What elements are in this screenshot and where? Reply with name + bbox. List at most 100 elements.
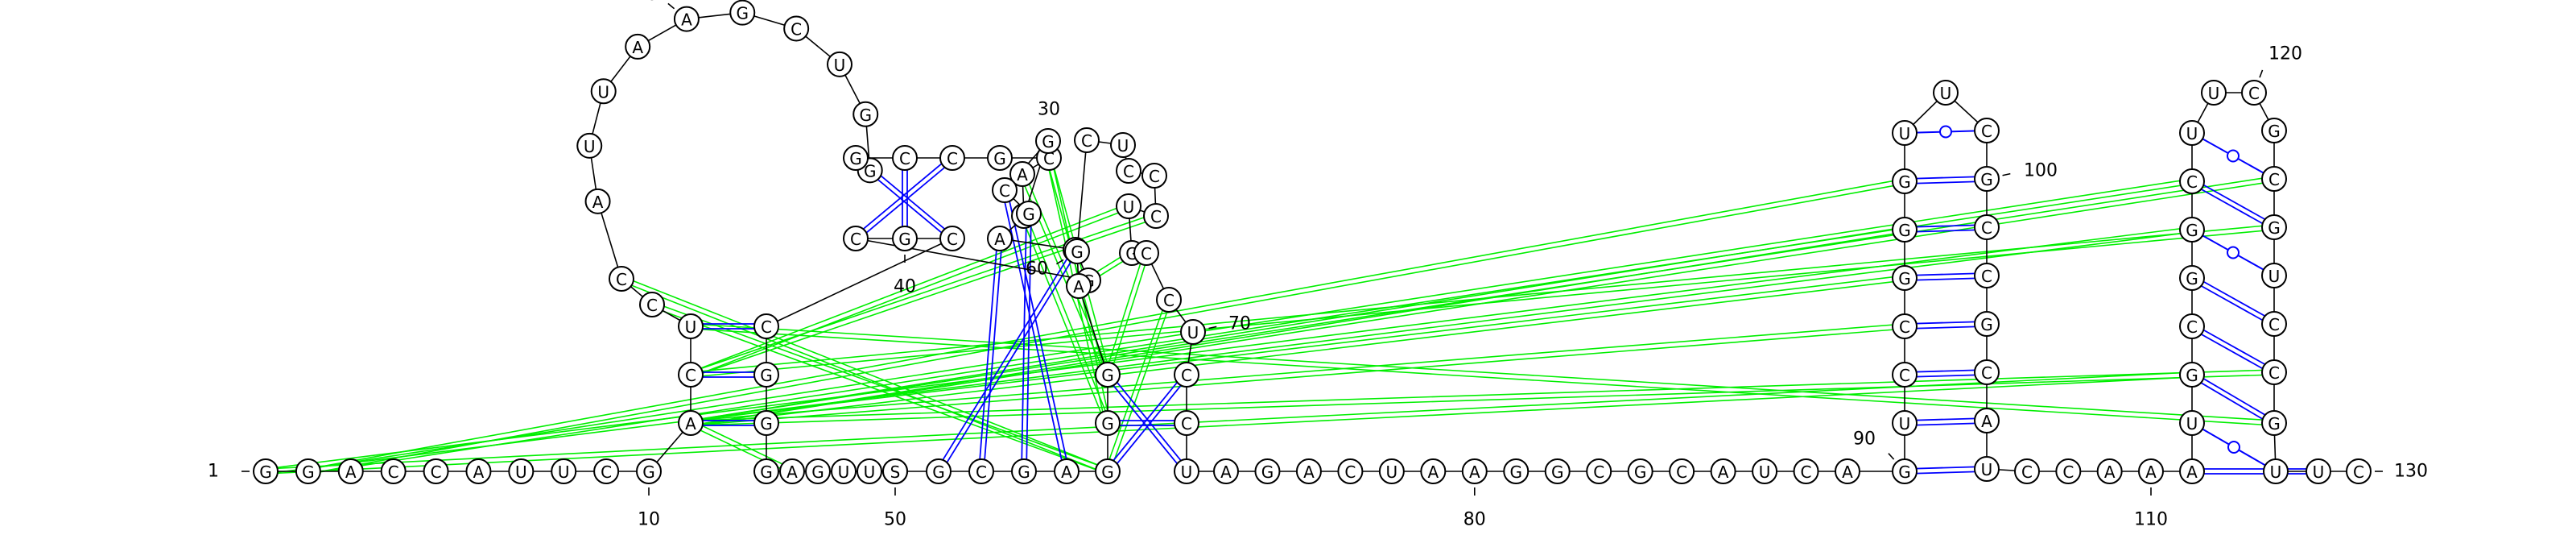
nucleotide-letter: S bbox=[890, 462, 901, 482]
nucleotide-21: G bbox=[729, 0, 756, 26]
nucleotides: GGACCAUUCGACUCCAUUAAGCUGGGCCGCAAGCGAUGCG… bbox=[253, 0, 2372, 484]
canonical-pair-line bbox=[1108, 375, 1190, 474]
tertiary-interaction-line bbox=[652, 301, 1109, 470]
nucleotide-circle bbox=[508, 458, 535, 484]
numbering-labels: 1102030405060708090100110120130 bbox=[208, 0, 2428, 530]
nucleotide-82: G bbox=[1544, 458, 1571, 484]
nucleotide-99: C bbox=[1974, 118, 2000, 143]
nucleotide-letter: U bbox=[584, 137, 596, 156]
nucleotide-circle bbox=[987, 226, 1013, 251]
nucleotide-110: A bbox=[2138, 458, 2164, 484]
numbering-label-50: 50 bbox=[884, 510, 906, 530]
nucleotide-letter: G bbox=[993, 149, 1006, 168]
nucleotide-29: G bbox=[987, 145, 1013, 171]
nucleotide-89: A bbox=[1835, 458, 1860, 484]
nucleotide-letter: C bbox=[1163, 291, 1174, 310]
nucleotide-letter: C bbox=[899, 149, 910, 168]
nucleotide-2: G bbox=[295, 458, 321, 484]
nucleotide-circle bbox=[2261, 166, 2287, 192]
nucleotide-23: U bbox=[827, 51, 853, 77]
nucleotide-98: U bbox=[1933, 80, 1959, 106]
nucleotide-circle bbox=[1892, 458, 1918, 484]
nucleotide-115: G bbox=[2179, 265, 2205, 291]
nucleotide-letter: G bbox=[642, 462, 655, 482]
nucleotide-16: A bbox=[584, 188, 611, 214]
nucleotide-circle bbox=[1064, 238, 1090, 264]
nucleotide-letter: U bbox=[597, 82, 609, 102]
numbering-tick bbox=[1208, 326, 1217, 330]
nucleotide-13: U bbox=[678, 313, 704, 339]
nucleotide-circle bbox=[2261, 214, 2287, 240]
nucleotide-letter: G bbox=[2268, 414, 2281, 433]
nucleotide-letter: G bbox=[1510, 462, 1523, 482]
nucleotide-circle bbox=[2261, 118, 2287, 143]
numbering-label-60: 60 bbox=[1026, 259, 1048, 280]
nucleotide-circle bbox=[2179, 362, 2205, 388]
nucleotide-circle bbox=[1752, 458, 1778, 484]
nucleotide-circle bbox=[2096, 458, 2123, 484]
numbering-label-20: 20 bbox=[635, 0, 658, 5]
nucleotide-letter: C bbox=[2268, 315, 2280, 334]
tertiary-interaction-line bbox=[266, 231, 2193, 475]
nucleotide-circle bbox=[465, 458, 492, 484]
nucleotide-circle bbox=[576, 132, 603, 159]
nucleotide-130: C bbox=[2346, 458, 2372, 484]
nucleotide-circle bbox=[1174, 458, 1199, 484]
canonical-pair-line bbox=[2193, 178, 2276, 226]
nucleotide-84: G bbox=[1627, 458, 1653, 484]
nucleotide-letter: G bbox=[1042, 132, 1055, 151]
nucleotide-27: C bbox=[892, 145, 918, 171]
nucleotide-circle bbox=[1066, 273, 1092, 299]
nucleotide-75: G bbox=[1254, 458, 1281, 484]
nucleotide-letter: U bbox=[2268, 267, 2281, 286]
nucleotide-circle bbox=[1378, 458, 1405, 484]
nucleotide-circle bbox=[926, 458, 952, 484]
nucleotide-circle bbox=[1669, 458, 1695, 484]
nucleotide-circle bbox=[1974, 359, 2000, 385]
nucleotide-letter: A bbox=[685, 414, 696, 433]
nucleotide-85: C bbox=[1669, 458, 1695, 484]
nucleotide-letter: G bbox=[898, 230, 911, 249]
nucleotide-34: C bbox=[992, 177, 1018, 203]
nucleotide-106: U bbox=[1974, 456, 2000, 482]
nucleotide-letter: C bbox=[2248, 84, 2260, 103]
nucleotide-24: G bbox=[852, 101, 879, 127]
nucleotide-circle bbox=[678, 410, 704, 436]
nucleotide-81: G bbox=[1503, 458, 1530, 484]
numbering-tick bbox=[2002, 172, 2011, 176]
nucleotide-letter: G bbox=[1898, 172, 1911, 192]
numbering-tick bbox=[1888, 453, 1895, 460]
nucleotide-circle bbox=[2055, 458, 2082, 484]
tertiary-interaction-line bbox=[308, 178, 2192, 470]
nucleotide-35: G bbox=[1016, 201, 1042, 226]
nucleotide-circle bbox=[1933, 80, 1959, 106]
nucleotide-128: U bbox=[2263, 458, 2289, 484]
tertiary-interaction-line bbox=[265, 371, 2192, 470]
nucleotide-10: G bbox=[636, 458, 662, 484]
nucleotide-letter: C bbox=[2268, 363, 2280, 383]
nucleotide-circle bbox=[2261, 311, 2287, 337]
nucleotide-63: C bbox=[1116, 158, 1141, 184]
nucleotide-108: C bbox=[2055, 458, 2082, 484]
nucleotide-92: C bbox=[1892, 362, 1918, 388]
tertiary-interaction-line bbox=[308, 183, 1905, 475]
nucleotide-62: U bbox=[1110, 132, 1136, 158]
nucleotide-circle bbox=[1974, 118, 2000, 143]
nucleotide-letter: G bbox=[302, 462, 315, 482]
canonical-pair-line bbox=[1905, 277, 1988, 281]
nucleotide-circle bbox=[2261, 263, 2287, 288]
nucleotide-letter: C bbox=[761, 317, 772, 337]
nucleotide-circle bbox=[939, 226, 965, 251]
nucleotide-letter: U bbox=[1759, 462, 1771, 482]
numbering-tick bbox=[1055, 259, 1064, 265]
nucleotide-43: G bbox=[753, 362, 779, 388]
nucleotide-circle bbox=[380, 458, 407, 484]
nucleotide-letter: C bbox=[388, 462, 399, 482]
nucleotide-19: A bbox=[625, 33, 651, 60]
numbering-label-110: 110 bbox=[2134, 510, 2168, 530]
tertiary-interaction-line bbox=[691, 374, 2275, 426]
nucleotide-40: G bbox=[892, 226, 918, 251]
nucleotide-letter: G bbox=[811, 462, 824, 482]
nucleotide-circle bbox=[2241, 80, 2267, 106]
nucleotide-circle bbox=[729, 0, 756, 26]
